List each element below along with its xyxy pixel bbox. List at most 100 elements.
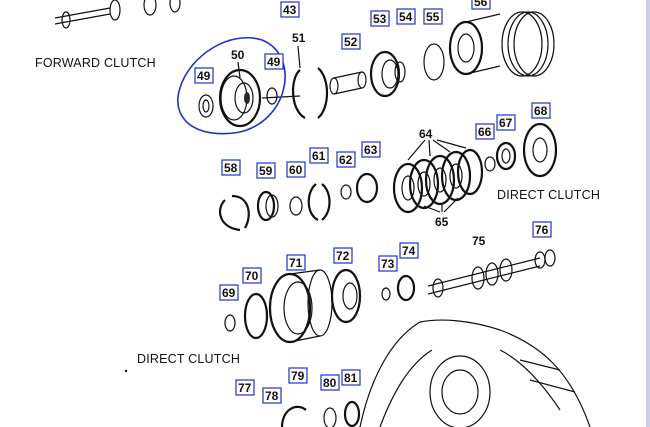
snap-ring-79 xyxy=(280,405,307,427)
forward-clutch-label: FORWARD CLUTCH xyxy=(35,56,156,70)
bearing-76 xyxy=(534,249,556,269)
washer-62 xyxy=(340,184,352,200)
callout-label: 62 xyxy=(339,153,353,167)
callout-label: 58 xyxy=(224,161,238,175)
callout-label: 49 xyxy=(197,69,211,83)
direct-clutch-label-right: DIRECT CLUTCH xyxy=(497,188,601,202)
gear-72 xyxy=(330,268,362,324)
callout-box xyxy=(286,161,306,178)
washer-69 xyxy=(224,314,236,332)
callout-label: 64 xyxy=(419,127,433,141)
washer-73 xyxy=(381,287,391,301)
callouts: 43 50 51 52 53 54 55 56 49 49 58 59 60 6… xyxy=(194,0,552,404)
callout-box xyxy=(320,374,340,391)
callout-box xyxy=(531,102,551,119)
callout-label: 81 xyxy=(344,371,358,385)
callout-box xyxy=(336,151,356,168)
callout-box xyxy=(378,255,398,272)
callout-label: 76 xyxy=(535,223,549,237)
top-shaft-fragment xyxy=(54,0,181,29)
ring-81 xyxy=(343,400,361,427)
callout-box xyxy=(286,254,306,271)
callout-label: 72 xyxy=(336,249,350,263)
callout-box xyxy=(341,33,361,50)
transmission-case xyxy=(359,319,591,427)
planetary-59 xyxy=(256,190,279,222)
callout-box xyxy=(475,123,495,140)
callout-label: 79 xyxy=(291,369,305,383)
callout-label: 70 xyxy=(245,269,259,283)
callout-label: 67 xyxy=(499,116,513,130)
callout-box xyxy=(341,369,361,386)
callout-label: 52 xyxy=(344,35,358,49)
callout-box xyxy=(309,147,329,164)
ring-55 xyxy=(423,43,445,81)
callout-box xyxy=(242,267,262,284)
callout-box xyxy=(396,8,416,25)
callout-box xyxy=(221,159,241,176)
clutch-plates-64-65 xyxy=(392,139,484,214)
callout-label: 77 xyxy=(238,381,252,395)
callout-box xyxy=(496,114,516,131)
direct-clutch-label-bottom: DIRECT CLUTCH xyxy=(137,352,241,366)
callout-label: 43 xyxy=(283,3,297,17)
callout-box xyxy=(194,67,214,84)
annotation-circle xyxy=(177,37,286,135)
output-shaft-75 xyxy=(427,257,541,298)
callout-box xyxy=(288,367,308,384)
callout-label: 68 xyxy=(534,104,548,118)
callout-label: 75 xyxy=(472,234,486,248)
callout-label: 59 xyxy=(259,164,273,178)
callout-box xyxy=(235,379,255,396)
stray-dot xyxy=(124,369,128,373)
callout-box xyxy=(399,242,419,259)
washer-60 xyxy=(289,196,303,216)
callout-label: 78 xyxy=(265,389,279,403)
drum-71 xyxy=(268,269,333,344)
callout-label: 69 xyxy=(222,286,236,300)
callout-label: 74 xyxy=(402,244,416,258)
callout-label: 50 xyxy=(231,48,245,62)
snap-ring-61 xyxy=(307,183,331,221)
callout-box xyxy=(361,141,381,158)
sleeve-52 xyxy=(329,71,367,95)
callout-label: 60 xyxy=(289,163,303,177)
callout-box xyxy=(256,162,276,179)
window-edge xyxy=(646,0,650,427)
callout-box xyxy=(280,1,300,18)
callout-box xyxy=(423,8,443,25)
snap-ring-58 xyxy=(218,194,250,232)
drum-53 xyxy=(369,50,406,98)
callout-box xyxy=(262,387,282,404)
callout-box xyxy=(471,0,491,10)
callout-label: 53 xyxy=(373,12,387,26)
hub-68 xyxy=(522,122,558,178)
snap-ring-51 xyxy=(292,67,329,119)
leader-line xyxy=(297,45,301,69)
leader-line xyxy=(237,61,241,79)
callout-label: 66 xyxy=(478,125,492,139)
washer-66 xyxy=(484,156,496,172)
callout-label: 54 xyxy=(399,10,413,24)
callout-label: 61 xyxy=(312,149,326,163)
callout-box xyxy=(333,247,353,264)
callout-box xyxy=(264,53,284,70)
callout-label: 71 xyxy=(289,256,303,270)
callout-label: 55 xyxy=(426,10,440,24)
ring-74 xyxy=(396,274,416,302)
callout-label: 80 xyxy=(323,376,337,390)
callout-box xyxy=(532,221,552,238)
callout-box xyxy=(370,10,390,27)
ring-70 xyxy=(243,292,269,340)
washer-80 xyxy=(323,407,337,427)
callout-label: 65 xyxy=(435,215,449,229)
callout-label: 56 xyxy=(474,0,488,9)
gear-67 xyxy=(495,141,517,171)
callout-label: 63 xyxy=(364,143,378,157)
clutch-band-stack xyxy=(501,11,555,77)
callout-box xyxy=(219,284,239,301)
housing-56 xyxy=(448,13,501,76)
callout-label: 73 xyxy=(381,257,395,271)
